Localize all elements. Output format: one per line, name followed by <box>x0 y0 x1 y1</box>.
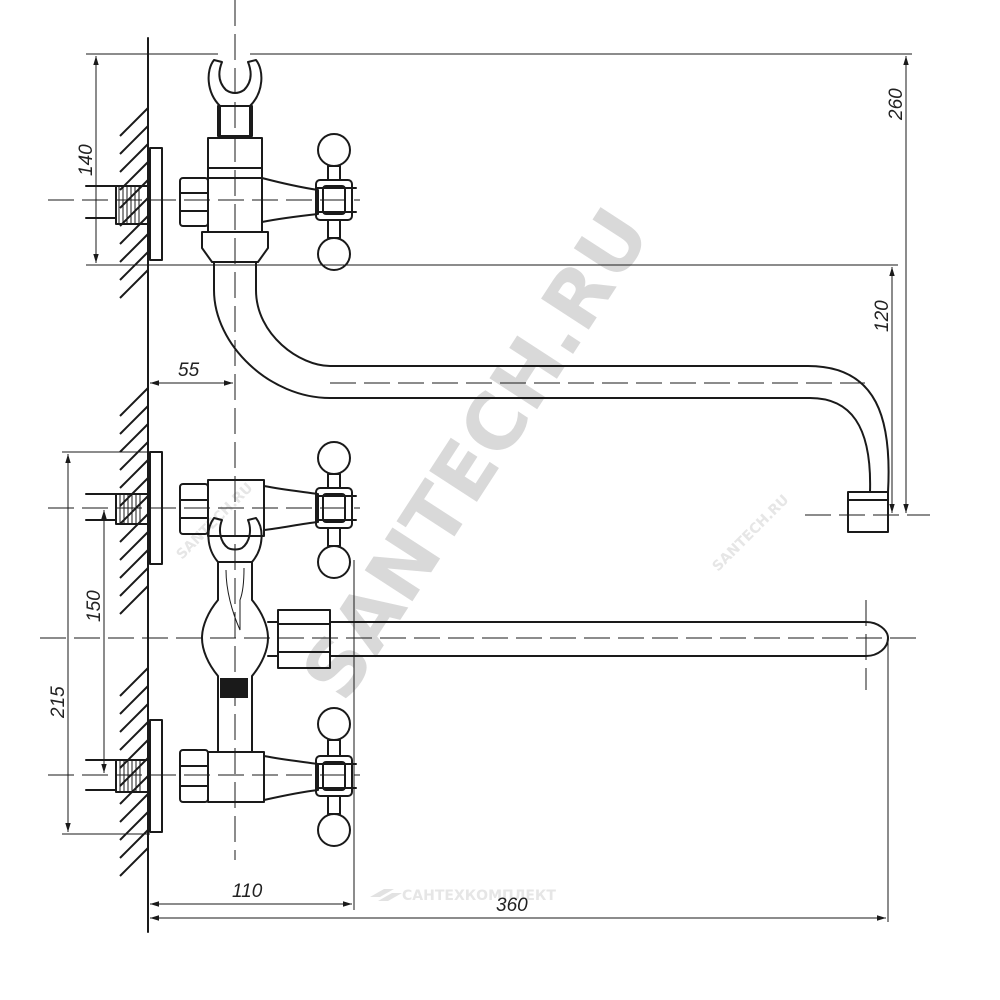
valve-handle-mid <box>315 441 357 579</box>
center-lines <box>40 0 930 860</box>
top-faucet-assembly <box>85 59 890 533</box>
dim-label-140: 140 <box>76 144 97 176</box>
spout-nut-bottom <box>277 609 331 669</box>
diverter-knob <box>220 678 248 698</box>
wall-hatching-top <box>119 107 149 299</box>
dim-label-150: 150 <box>84 590 105 622</box>
decor-flange-mid <box>149 451 163 565</box>
dimension-lines <box>62 53 912 922</box>
dim-label-110: 110 <box>232 881 263 902</box>
spout-top <box>213 261 890 493</box>
valve-arm-bottom <box>263 755 319 801</box>
eccentric-nut-bottom <box>179 749 209 803</box>
body-inlet-bottom <box>207 751 265 803</box>
dim-label-215: 215 <box>48 686 69 719</box>
valve-handle-top <box>315 133 357 271</box>
bottom-faucet-assembly <box>85 441 889 847</box>
wall-inlet-thread-bottom <box>85 759 151 793</box>
wall <box>119 37 149 933</box>
valve-arm-mid <box>263 485 319 531</box>
watermark-main: SANTECH.RU <box>285 193 668 715</box>
valve-handle-bottom <box>315 707 357 847</box>
brand-logo-mark <box>370 889 402 901</box>
dim-label-260: 260 <box>886 88 907 121</box>
body-inlet-mid <box>207 479 265 537</box>
dim-label-55: 55 <box>178 360 200 381</box>
watermark-small-left: SANTECH.RU <box>174 480 257 563</box>
dim-label-360: 360 <box>496 895 528 916</box>
valve-arm-top <box>261 177 319 223</box>
wall-hatching-middle <box>119 387 149 615</box>
spout-collar-top <box>201 231 269 263</box>
eccentric-nut-top <box>179 177 209 227</box>
dim-label-120: 120 <box>872 300 893 332</box>
decor-flange-top <box>149 147 163 261</box>
decor-flange-bottom <box>149 719 163 833</box>
dimension-labels: 140 260 120 55 150 215 110 360 <box>48 88 907 916</box>
wall-hatching-bottom <box>119 667 149 877</box>
watermark-group: SANTECH.RU SANTECH.RU SANTECH.RU САНТЕХК… <box>174 193 793 904</box>
wall-inlet-thread-mid <box>85 493 151 525</box>
watermark-small-right: SANTECH.RU <box>710 492 793 575</box>
spout-aerator-top <box>847 491 889 533</box>
spout-bottom <box>329 621 889 657</box>
watermark-brand: САНТЕХКОМПЛЕКТ <box>402 888 556 904</box>
shower-holder-bottom <box>207 517 263 563</box>
